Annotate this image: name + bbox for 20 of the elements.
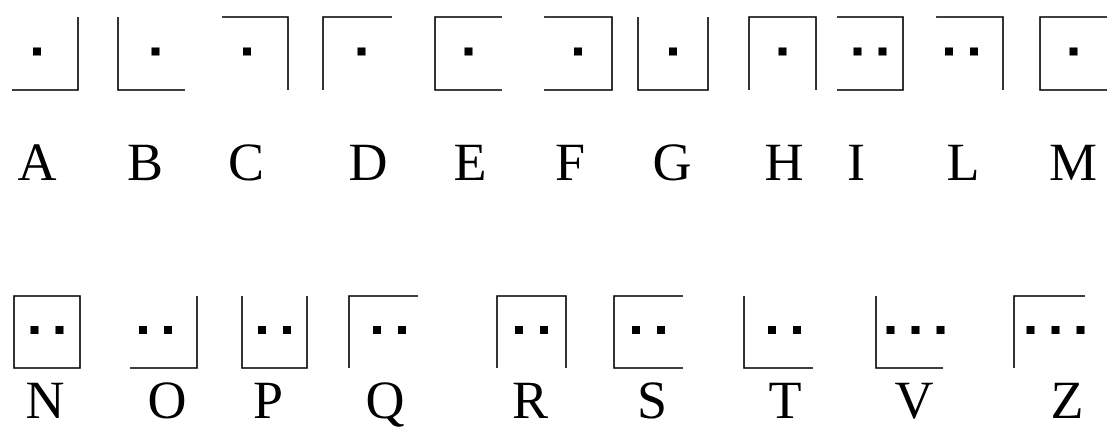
- letter: O: [149, 382, 185, 419]
- letter: E: [455, 144, 484, 180]
- letter: P: [254, 382, 281, 418]
- letter: Z: [1053, 382, 1081, 418]
- letter: B: [128, 144, 161, 181]
- letter: T: [769, 382, 801, 418]
- letter: H: [766, 144, 802, 180]
- letter: R: [513, 382, 548, 418]
- letter: M: [1050, 144, 1096, 180]
- letter: S: [640, 382, 664, 419]
- letter: I: [848, 144, 864, 180]
- letter: Q: [367, 382, 404, 427]
- letter: L: [948, 144, 977, 180]
- letter: G: [654, 144, 690, 181]
- letter: C: [230, 144, 261, 181]
- letter: F: [556, 144, 584, 180]
- letter: A: [18, 144, 57, 180]
- letter: V: [895, 382, 933, 419]
- letter: N: [27, 382, 64, 418]
- letter: D: [350, 144, 386, 181]
